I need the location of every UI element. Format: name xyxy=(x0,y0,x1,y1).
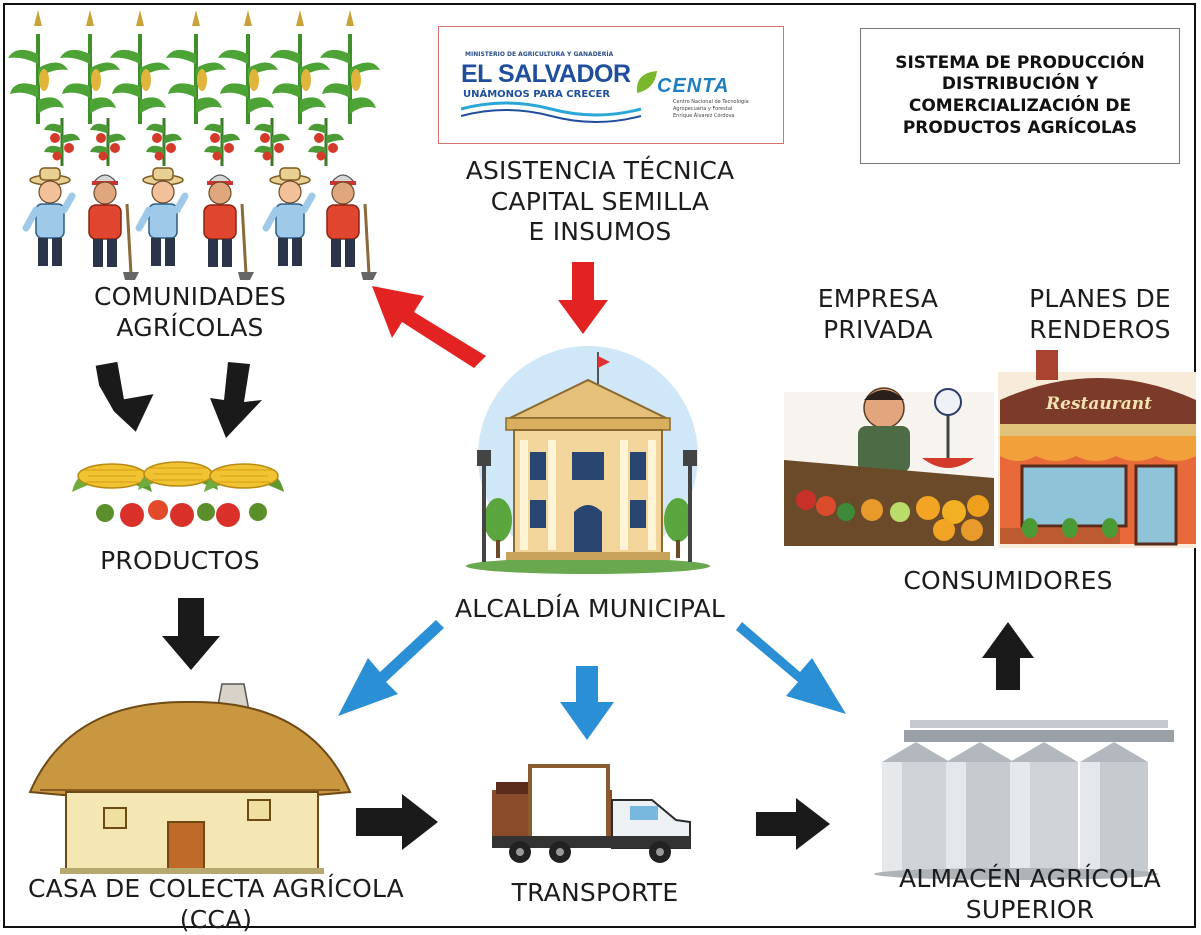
centa-logo-text: CENTA xyxy=(657,75,729,98)
truck-illustration xyxy=(492,766,690,863)
wave-logo-icon xyxy=(461,99,651,129)
label-productos: PRODUCTOS xyxy=(60,546,300,577)
label-line: AGRÍCOLAS xyxy=(40,313,340,344)
label-empresa: EMPRESA PRIVADA xyxy=(798,284,958,345)
thatched-house-illustration xyxy=(30,684,350,874)
arrow-down-black-icon-1 xyxy=(96,357,160,437)
label-transporte: TRANSPORTE xyxy=(490,878,700,909)
label-line: CONSUMIDORES xyxy=(878,566,1138,597)
silos-illustration xyxy=(874,720,1174,880)
label-line: ASISTENCIA TÉCNICA xyxy=(430,156,770,187)
label-line: EMPRESA xyxy=(798,284,958,315)
products-illustration xyxy=(72,462,284,527)
restaurant-sign: Restaurant xyxy=(1046,394,1152,414)
centa-subtitle-2: Agropecuaria y Forestal xyxy=(673,106,732,112)
title-line: SISTEMA DE PRODUCCIÓN xyxy=(895,53,1145,75)
ministry-small-text: MINISTERIO DE AGRICULTURA Y GANADERÍA xyxy=(465,51,613,58)
title-line: DISTRIBUCIÓN Y xyxy=(942,74,1098,96)
arrow-up-left-red-icon xyxy=(372,286,486,368)
title-line: COMERCIALIZACIÓN DE xyxy=(909,96,1131,118)
arrow-down-right-blue-icon xyxy=(736,622,846,714)
arrow-down-black-icon-2 xyxy=(210,362,262,438)
label-line: COMUNIDADES xyxy=(40,282,340,313)
centa-subtitle-3: Enrique Álvarez Córdova xyxy=(673,113,735,119)
label-line: CASA DE COLECTA AGRÍCOLA xyxy=(6,874,426,905)
centa-subtitle-1: Centro Nacional de Tecnología xyxy=(673,99,749,105)
label-comunidades: COMUNIDADES AGRÍCOLAS xyxy=(40,282,340,343)
label-line: PRIVADA xyxy=(798,315,958,346)
institution-logos: MINISTERIO DE AGRICULTURA Y GANADERÍA EL… xyxy=(438,26,784,144)
arrow-down-black-icon-3 xyxy=(162,598,220,670)
restaurant-illustration xyxy=(998,350,1196,548)
label-line: TRANSPORTE xyxy=(490,878,700,909)
arrow-up-black-icon xyxy=(982,622,1034,690)
label-line: PLANES DE xyxy=(1010,284,1190,315)
title-line: PRODUCTOS AGRÍCOLAS xyxy=(903,118,1137,140)
label-planes: PLANES DE RENDEROS xyxy=(1010,284,1190,345)
label-line: CAPITAL SEMILLA xyxy=(430,187,770,218)
label-line: (CCA) xyxy=(6,905,426,935)
arrow-right-black-icon-1 xyxy=(356,794,438,850)
arrow-down-blue-icon xyxy=(560,666,614,740)
label-asistencia: ASISTENCIA TÉCNICA CAPITAL SEMILLA E INS… xyxy=(430,156,770,248)
label-line: SUPERIOR xyxy=(880,895,1180,926)
label-almacen: ALMACÉN AGRÍCOLA SUPERIOR xyxy=(880,864,1180,925)
farmers-illustration xyxy=(26,168,377,280)
diagram-title: SISTEMA DE PRODUCCIÓN DISTRIBUCIÓN Y COM… xyxy=(860,28,1180,164)
label-line: ALMACÉN AGRÍCOLA xyxy=(880,864,1180,895)
label-line: ALCALDÍA MUNICIPAL xyxy=(420,594,760,625)
arrow-right-black-icon-2 xyxy=(756,798,830,850)
label-line: E INSUMOS xyxy=(430,217,770,248)
market-vendor-illustration xyxy=(784,388,994,546)
crops-illustration xyxy=(8,10,380,166)
arrow-down-left-blue-icon xyxy=(338,620,444,716)
city-hall-illustration xyxy=(466,346,710,574)
label-line: PRODUCTOS xyxy=(60,546,300,577)
el-salvador-logo-text: EL SALVADOR xyxy=(461,60,631,89)
arrow-down-red-icon xyxy=(558,262,608,334)
label-casa: CASA DE COLECTA AGRÍCOLA (CCA) xyxy=(6,874,426,935)
label-line: RENDEROS xyxy=(1010,315,1190,346)
label-consumidores: CONSUMIDORES xyxy=(878,566,1138,597)
label-alcaldia: ALCALDÍA MUNICIPAL xyxy=(420,594,760,625)
